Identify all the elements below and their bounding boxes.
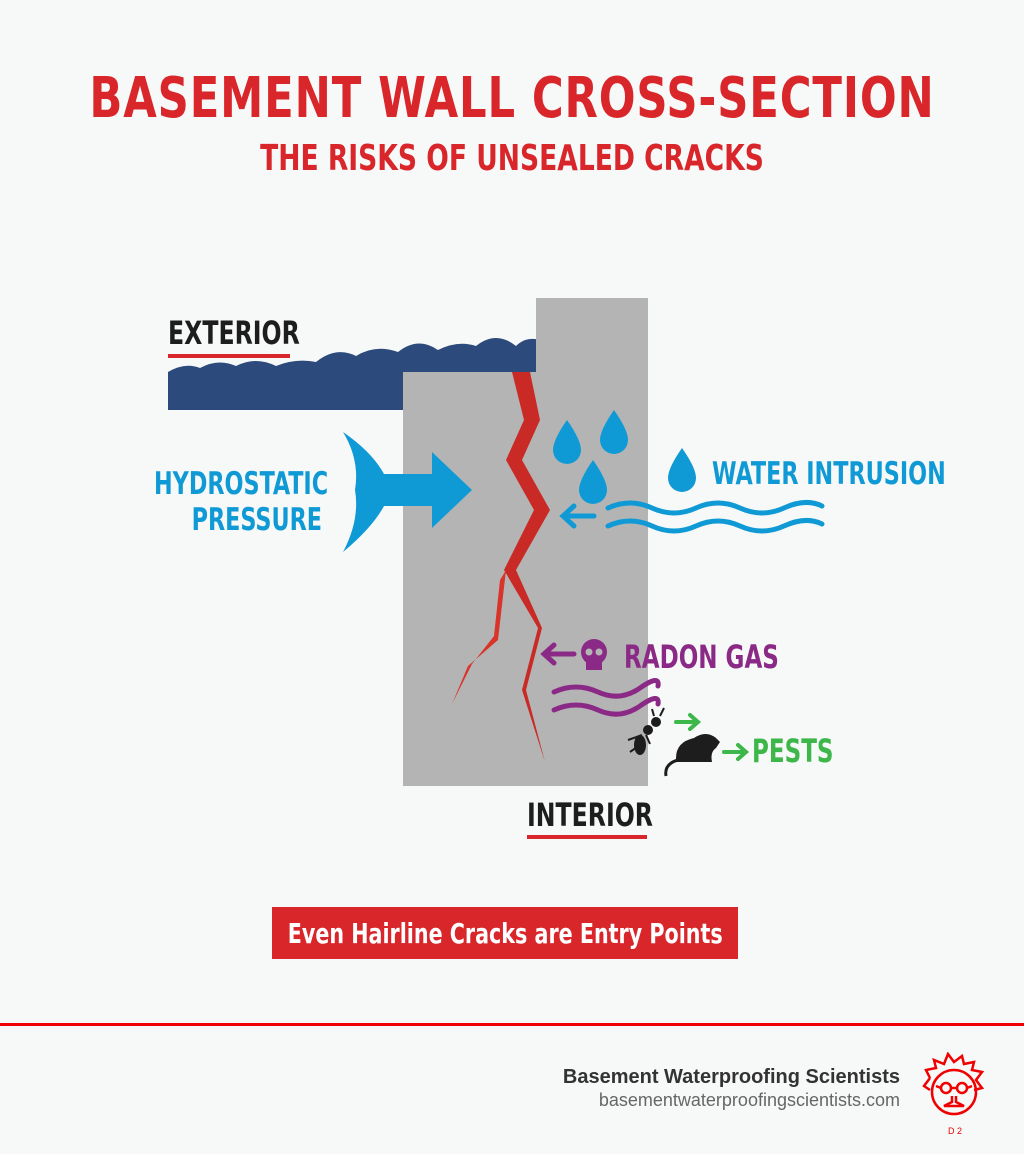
svg-text:D 2: D 2 [948,1126,962,1136]
interior-label: INTERIOR [527,796,653,834]
radon-gas-label: RADON GAS [624,638,779,676]
gas-wave-icon [540,642,661,717]
scientist-logo-icon: D 2 [922,1052,985,1136]
wall-diagram [168,298,825,786]
ant-icon [627,707,665,755]
water-wave-icon [559,500,825,534]
page-title: BASEMENT WALL CROSS-SECTION [89,66,935,131]
pressure-arrow-icon [343,432,472,552]
pests-label: PESTS [752,732,834,770]
water-drop-icon [553,410,696,504]
interior-underline [527,835,647,839]
mouse-icon [664,734,720,777]
callout-text: Even Hairline Cracks are Entry Points [287,916,723,950]
brand-name: Basement Waterproofing Scientists [562,1066,900,1088]
exterior-underline [168,354,290,358]
crack-icon [452,372,550,762]
exterior-label: EXTERIOR [168,314,300,352]
water-intrusion-label: WATER INTRUSION [712,456,946,492]
hydrostatic-pressure-label: HYDROSTATIC PRESSURE [154,466,329,538]
page-subtitle: THE RISKS OF UNSEALED CRACKS [260,138,764,179]
footer-divider [0,1023,1024,1026]
skull-icon [581,639,607,670]
brand-url[interactable]: basementwaterproofingscientists.com [598,1090,900,1110]
callout-banner: Even Hairline Cracks are Entry Points [272,907,738,959]
arrow-icon [674,713,750,761]
